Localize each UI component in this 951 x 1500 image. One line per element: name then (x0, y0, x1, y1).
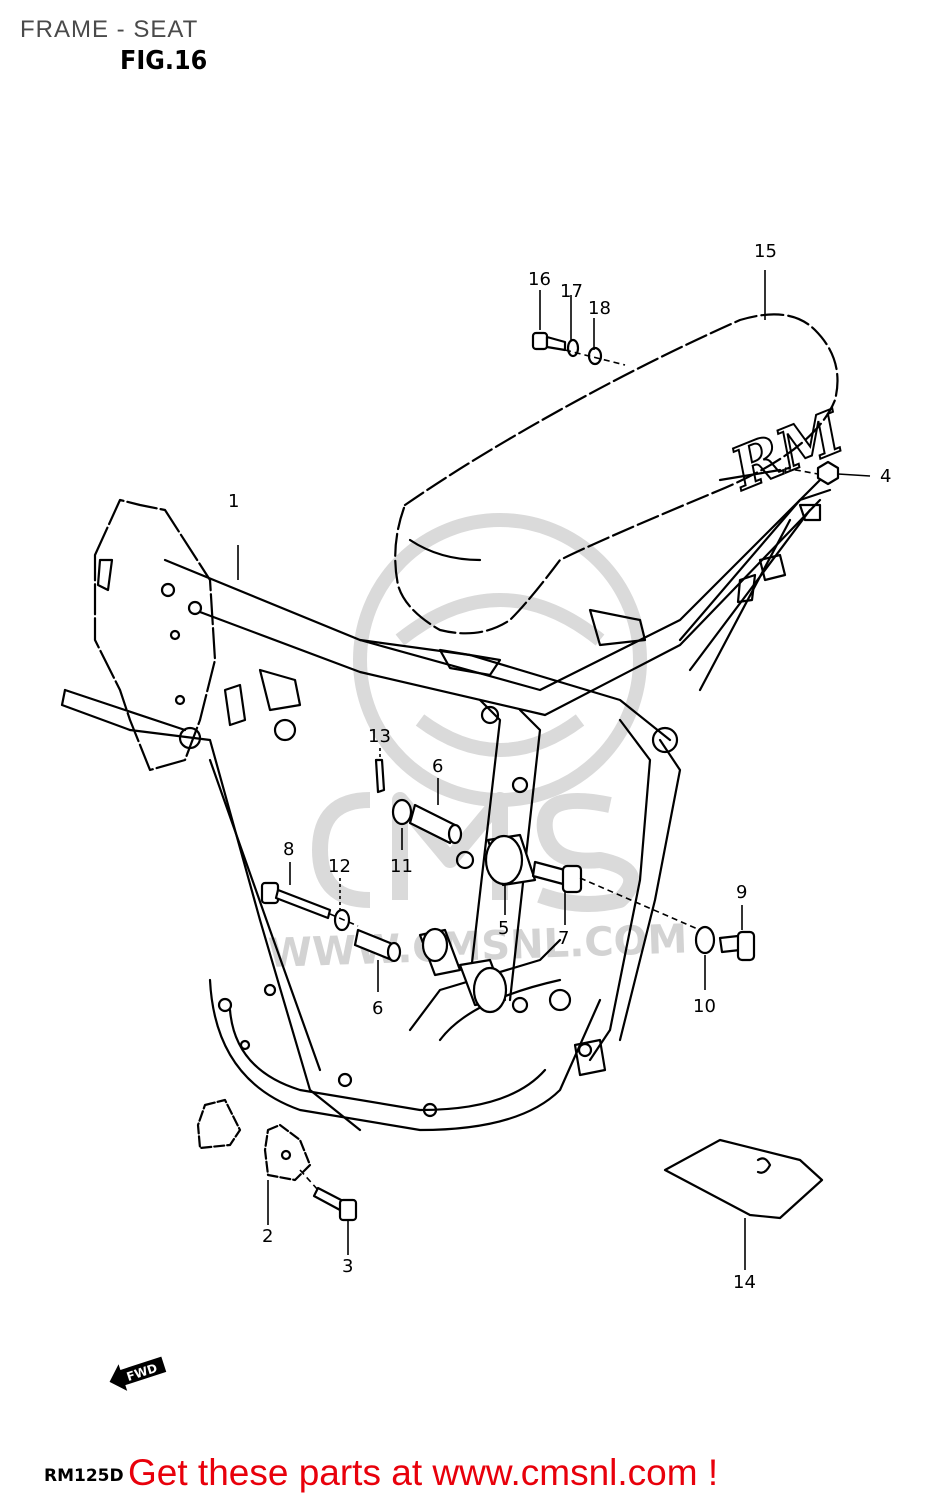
bushing-lower (418, 927, 508, 1014)
callout-6-lower: 6 (372, 998, 383, 1019)
callout-9: 9 (736, 882, 747, 903)
bracket-2 (263, 1123, 312, 1182)
bolt-9 (718, 930, 756, 962)
callout-16: 16 (528, 269, 551, 290)
callout-6-upper: 6 (432, 756, 443, 777)
nut-4 (816, 460, 840, 486)
callout-11: 11 (390, 856, 413, 877)
callout-3: 3 (342, 1256, 353, 1277)
callout-7: 7 (558, 928, 569, 949)
callouts: 1 2 3 4 5 6 6 7 8 9 10 11 12 13 14 15 16… (228, 241, 891, 1293)
callout-15: 15 (754, 241, 777, 262)
callout-12: 12 (328, 856, 351, 877)
model-code: RM125D (44, 1466, 124, 1486)
callout-8: 8 (283, 839, 294, 860)
callout-10: 10 (693, 996, 716, 1017)
watermark-cms-logo (312, 792, 640, 912)
callout-4: 4 (880, 466, 891, 487)
callout-17: 17 (560, 281, 583, 302)
bracket-left (196, 1098, 242, 1150)
washer-11 (391, 798, 413, 826)
collar-6-lower (353, 928, 402, 963)
plate-14 (663, 1138, 824, 1220)
leader-lines (237, 270, 871, 1270)
seat-logo-text: RM (720, 397, 853, 504)
bolt-3 (312, 1186, 358, 1222)
callout-5: 5 (498, 918, 509, 939)
frame-part-1 (60, 478, 832, 1132)
hardware-parts (196, 331, 840, 1222)
page-title: FRAME - SEAT (20, 16, 199, 43)
bolt-8 (260, 881, 332, 920)
washer-18 (587, 346, 603, 366)
shop-link[interactable]: Get these parts at www.cmsnl.com ! (128, 1452, 719, 1493)
collar-6-upper (408, 803, 463, 845)
fwd-arrow: FWD (109, 1356, 167, 1391)
fwd-label: FWD (125, 1361, 159, 1384)
callout-1: 1 (228, 491, 239, 512)
callout-14: 14 (733, 1272, 756, 1293)
callout-13: 13 (368, 726, 391, 747)
bolt-16 (531, 331, 567, 352)
figure-label: FIG.16 (120, 46, 208, 76)
callout-2: 2 (262, 1226, 273, 1247)
pin-13 (374, 758, 386, 794)
bushing-5 (484, 833, 537, 887)
callout-18: 18 (588, 298, 611, 319)
washer-10 (694, 925, 716, 955)
bolt-7 (531, 860, 583, 894)
seat-part-15 (394, 313, 839, 635)
